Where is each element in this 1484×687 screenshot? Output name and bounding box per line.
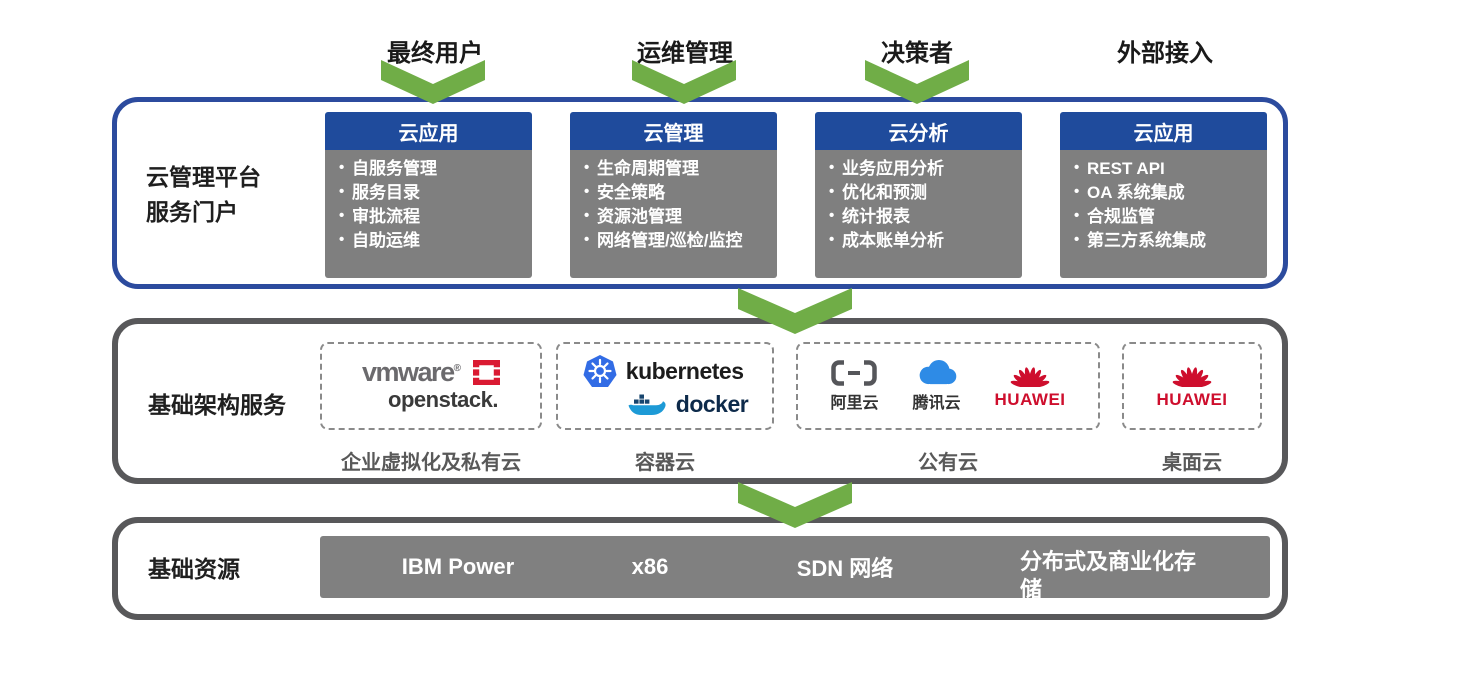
group-label-private-cloud: 企业虚拟化及私有云 (341, 452, 521, 474)
desktop-cloud-box: HUAWEI (1122, 342, 1262, 430)
kubernetes-logo: kubernetes (625, 357, 744, 384)
card-item-list: 业务应用分析 优化和预测 统计报表 成本账单分析 (815, 150, 1022, 278)
portal-section-title: 云管理平台 服务门户 (146, 164, 261, 225)
card-item: 服务目录 (339, 181, 524, 205)
card-item: 生命周期管理 (584, 157, 769, 181)
card-item-list: 生命周期管理 安全策略 资源池管理 网络管理/巡检/监控 (570, 150, 777, 278)
resource-item-ibm-power: IBM Power (401, 554, 515, 579)
openstack-logo: openstack. (388, 387, 498, 412)
down-arrow-icon (865, 60, 969, 104)
container-cloud-box: kubernetes docker (556, 342, 774, 430)
card-item: 成本账单分析 (829, 229, 1014, 253)
card-header: 云应用 (1060, 112, 1267, 150)
aliyun-logo: 阿里云 (830, 359, 879, 413)
huawei-label: HUAWEI (994, 389, 1066, 409)
huawei-icon (1172, 366, 1212, 387)
docker-logo: docker (675, 391, 749, 417)
container-cloud-logos: kubernetes docker (582, 354, 749, 418)
aliyun-icon (831, 359, 878, 386)
card-header: 云应用 (325, 112, 532, 150)
resources-section-title: 基础资源 (148, 556, 240, 582)
resource-item-sdn-network: SDN 网络 (796, 556, 894, 581)
private-cloud-box: vmware® openstack. (320, 342, 542, 430)
card-item: 自助运维 (339, 229, 524, 253)
resource-bar: IBM Power x86 SDN 网络 分布式及商业化存储 (320, 536, 1270, 602)
card-item: 自服务管理 (339, 157, 524, 181)
openstack-icon (472, 360, 500, 385)
portal-card-cloud-management: 云管理 生命周期管理 安全策略 资源池管理 网络管理/巡检/监控 (570, 112, 777, 278)
public-cloud-box: 阿里云 腾讯云 (796, 342, 1100, 430)
huawei-label: HUAWEI (1156, 389, 1228, 409)
kubernetes-icon (583, 355, 617, 387)
huawei-logo: HUAWEI (1157, 363, 1228, 410)
actor-label-ops-management: 运维管理 (637, 40, 733, 67)
portal-card-cloud-analytics: 云分析 业务应用分析 优化和预测 统计报表 成本账单分析 (815, 112, 1022, 278)
group-label-container-cloud: 容器云 (635, 452, 695, 474)
vmware-logo: vmware® (362, 357, 461, 387)
card-item: 审批流程 (339, 205, 524, 229)
card-header: 云分析 (815, 112, 1022, 150)
actor-label-external-access: 外部接入 (1117, 40, 1213, 67)
card-item: 资源池管理 (584, 205, 769, 229)
card-item: REST API (1074, 157, 1259, 181)
group-label-desktop-cloud: 桌面云 (1162, 452, 1222, 474)
down-arrow-icon (632, 60, 736, 104)
portal-card-cloud-app: 云应用 自服务管理 服务目录 审批流程 自助运维 (325, 112, 532, 278)
resource-item-storage: 分布式及商业化存储 (1020, 549, 1197, 602)
resource-item-x86: x86 (631, 554, 669, 579)
card-item: 安全策略 (584, 181, 769, 205)
card-item: 业务应用分析 (829, 157, 1014, 181)
huawei-logo: HUAWEI (995, 363, 1066, 410)
public-cloud-logos: 阿里云 腾讯云 (830, 359, 1065, 413)
actor-label-end-users: 最终用户 (387, 40, 483, 67)
huawei-icon (1010, 366, 1050, 387)
portal-card-integration: 云应用 REST API OA 系统集成 合规监管 第三方系统集成 (1060, 112, 1267, 278)
card-item-list: 自服务管理 服务目录 审批流程 自助运维 (325, 150, 532, 278)
card-item: 网络管理/巡检/监控 (584, 229, 749, 253)
infrastructure-section-title: 基础架构服务 (148, 392, 286, 418)
aliyun-label: 阿里云 (830, 394, 879, 412)
card-item: 合规监管 (1074, 205, 1259, 229)
card-item: OA 系统集成 (1074, 181, 1259, 205)
private-cloud-logos: vmware® openstack. (362, 359, 500, 413)
tencent-cloud-icon (919, 359, 956, 385)
tencent-cloud-logo: 腾讯云 (913, 359, 961, 413)
docker-icon (628, 394, 666, 415)
down-arrow-icon (381, 60, 485, 104)
down-arrow-icon (738, 482, 852, 528)
actor-label-decision-makers: 决策者 (881, 40, 953, 67)
tencent-cloud-label: 腾讯云 (912, 395, 961, 412)
card-item: 统计报表 (829, 205, 1014, 229)
group-label-public-cloud: 公有云 (918, 452, 978, 474)
card-header: 云管理 (570, 112, 777, 150)
card-item: 第三方系统集成 (1074, 229, 1259, 253)
down-arrow-icon (738, 288, 852, 334)
card-item: 优化和预测 (829, 181, 1014, 205)
card-item-list: REST API OA 系统集成 合规监管 第三方系统集成 (1060, 150, 1267, 278)
